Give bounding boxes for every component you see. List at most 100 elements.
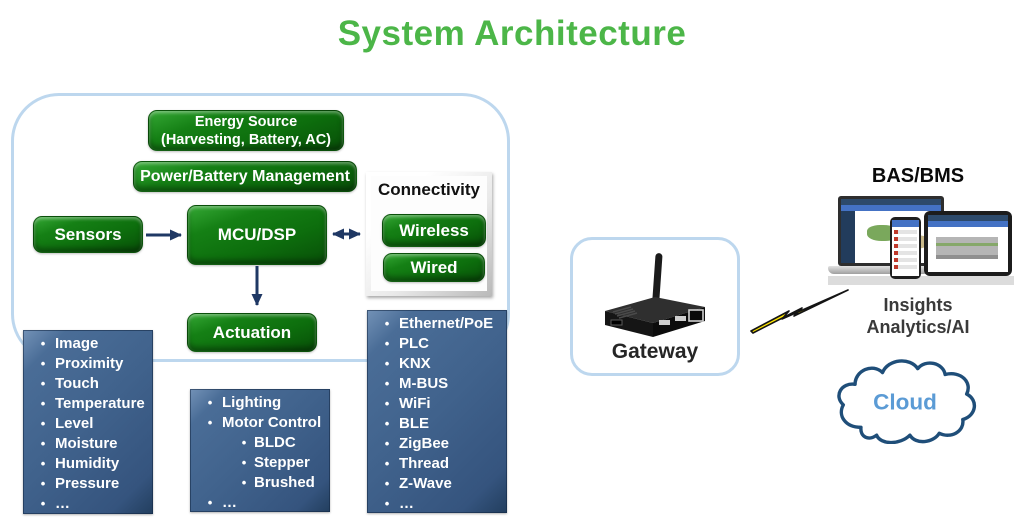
list-item-label: Stepper [254, 453, 310, 471]
list-item-label: Motor Control [222, 413, 322, 431]
laptop-titlebar [841, 199, 941, 205]
list-item: • WiFi [367, 393, 507, 413]
bullet-icon: • [207, 414, 213, 430]
bas-bms-devices-graphic [828, 192, 1014, 285]
bullet-icon: • [384, 455, 390, 471]
gateway-label: Gateway [611, 340, 699, 363]
bullet-icon: • [384, 335, 390, 351]
bullet-icon: • [384, 355, 390, 371]
bullet-icon: • [207, 494, 213, 510]
bullet-icon: • [384, 395, 390, 411]
list-item-label: Z-Wave [399, 474, 452, 492]
list-item: •Z-Wave [367, 473, 507, 493]
list-item: •… [190, 492, 330, 512]
list-item-label: Proximity [55, 354, 124, 372]
tablet-building-render [936, 237, 998, 255]
devices-shadow [828, 276, 1014, 285]
bullet-icon: • [40, 375, 46, 391]
list-item-label: Level [55, 414, 94, 432]
laptop-navbar [841, 205, 941, 211]
bullet-icon: • [241, 434, 247, 450]
protocols-list: •Ethernet/PoE•PLC•KNX•M-BUS•WiFi•BLE•Zig… [367, 310, 507, 513]
list-item: •BLDC [190, 432, 330, 452]
wireless-node: Wireless [382, 214, 486, 247]
cloud-label: Cloud [873, 390, 937, 415]
list-item-label: BLE [399, 414, 429, 432]
gateway-device-graphic [597, 247, 713, 342]
energy-source-label: Energy Source (Harvesting, Battery, AC) [160, 113, 331, 148]
list-item-label: … [399, 494, 414, 512]
list-item: • Ethernet/PoE [367, 313, 507, 333]
bullet-icon: • [40, 496, 46, 512]
laptop-sidebar [841, 211, 855, 263]
sensors-label: Sensors [54, 224, 122, 244]
insights-analytics-label: Insights Analytics/AI [818, 294, 1018, 338]
wired-node: Wired [383, 253, 485, 282]
list-item: • Thread [367, 453, 507, 473]
phone-list-row [894, 237, 917, 241]
phone-list-row [894, 230, 917, 234]
list-item-label: Touch [55, 374, 99, 392]
lightning-bolt-icon [750, 289, 849, 334]
list-item-label: Lighting [222, 393, 282, 411]
bullet-icon: • [207, 394, 213, 410]
connectivity-panel-inner: Connectivity Wireless Wired [371, 176, 487, 291]
list-item-label: Ethernet/PoE [399, 314, 494, 332]
phone-list-row [894, 265, 917, 269]
list-item: •M-BUS [367, 373, 507, 393]
list-item-label: Temperature [55, 394, 145, 412]
bullet-icon: • [40, 335, 46, 351]
tablet-screen-content [928, 215, 1008, 272]
list-item: •Pressure [23, 474, 153, 494]
list-item: •ZigBee [367, 433, 507, 453]
actuation-label: Actuation [212, 322, 292, 342]
list-item-label: … [222, 493, 237, 511]
actuation-node: Actuation [187, 313, 317, 352]
list-item-label: Thread [399, 454, 450, 472]
bullet-icon: • [241, 454, 247, 470]
bullet-icon: • [40, 456, 46, 472]
edge-device-frame [11, 93, 510, 362]
bullet-icon: • [384, 415, 390, 431]
phone-graphic [890, 217, 921, 279]
list-item: • Touch [23, 373, 153, 393]
list-item-label: WiFi [399, 394, 431, 412]
list-item: • BLE [367, 413, 507, 433]
list-item: • Stepper [190, 452, 330, 472]
list-item-label: Moisture [55, 435, 118, 453]
phone-header [892, 220, 919, 227]
tablet-navbar [928, 221, 1008, 227]
wireless-label: Wireless [399, 220, 469, 240]
list-item: •Level [23, 413, 153, 433]
list-item: •Humidity [23, 454, 153, 474]
connectivity-title: Connectivity [377, 180, 481, 199]
sensors-node: Sensors [33, 216, 143, 253]
cloud-outline [837, 359, 976, 444]
sensor-types-list: •Image•Proximity•Touch•Temperature•Level… [23, 330, 153, 514]
bullet-icon: • [384, 315, 390, 331]
actuation-types-list: •Lighting•Motor Control•BLDC•Stepper•Bru… [190, 389, 330, 512]
bullet-icon: • [384, 495, 390, 511]
list-item-label: KNX [399, 354, 431, 372]
list-item: •Temperature [23, 393, 153, 413]
phone-list-row [894, 251, 917, 255]
list-item-label: Image [55, 334, 99, 352]
list-item: •Brushed [190, 472, 330, 492]
list-item: • Proximity [23, 353, 153, 373]
energy-source-node: Energy Source (Harvesting, Battery, AC) [148, 110, 344, 151]
bullet-icon: • [40, 355, 46, 371]
power-battery-management-label: Power/Battery Management [140, 167, 350, 185]
bas-bms-label: BAS/BMS [871, 165, 965, 187]
list-item: •… [367, 493, 507, 513]
tablet-titlebar [928, 215, 1008, 221]
list-item-label: ZigBee [399, 434, 450, 452]
insights-line2: Analytics/AI [866, 317, 970, 337]
bullet-icon: • [40, 436, 46, 452]
list-item-label: … [55, 495, 70, 513]
phone-list-row [894, 244, 917, 248]
list-item: •… [23, 494, 153, 514]
connectivity-panel: Connectivity Wireless Wired [366, 172, 492, 296]
mcu-dsp-label: MCU/DSP [217, 225, 297, 244]
mcu-dsp-node: MCU/DSP [187, 205, 327, 265]
